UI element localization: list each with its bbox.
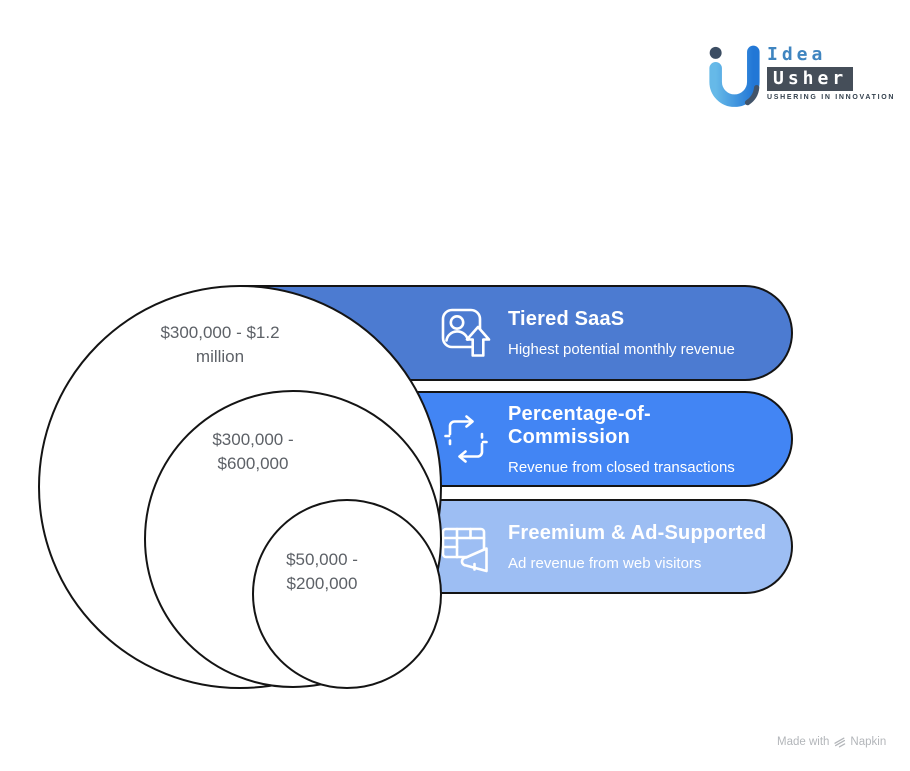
bar-text-block: Freemium & Ad-Supported Ad revenue from … (508, 522, 766, 572)
bar-subtitle: Ad revenue from web visitors (508, 554, 702, 572)
logo-text-block: Idea Usher USHERING IN INNOVATION (767, 44, 895, 110)
table-megaphone-icon (441, 527, 488, 572)
logo-brand-top: Idea (767, 44, 827, 65)
made-with-text: Made with (777, 735, 830, 748)
bar-tiered-saas-content: Tiered SaaS Highest potential monthly re… (240, 307, 735, 359)
transaction-arrows-icon (444, 415, 488, 463)
range-line: $600,000 (217, 454, 289, 473)
bar-text-block: Percentage-of-Commission Revenue from cl… (508, 403, 735, 476)
bar-freemium-content: Freemium & Ad-Supported Ad revenue from … (347, 521, 766, 573)
range-line: $50,000 - (286, 550, 358, 569)
bar-title: Tiered SaaS (508, 308, 625, 330)
napkin-logo-icon (834, 737, 846, 748)
bar-title: Freemium & Ad-Supported (508, 521, 767, 544)
bar-title: Percentage-of-Commission (508, 402, 651, 448)
idea-usher-logo: Idea Usher USHERING IN INNOVATION (706, 44, 895, 110)
napkin-brand-text: Napkin (850, 735, 887, 748)
value-range-label-small: $50,000 - $200,000 (222, 548, 422, 596)
bar-subtitle: Highest potential monthly revenue (508, 341, 735, 358)
logo-brand-bottom: Usher (767, 67, 854, 91)
bar-percentage-content: Percentage-of-Commission Revenue from cl… (293, 403, 735, 476)
value-circle-small (252, 499, 442, 689)
user-upgrade-icon (441, 308, 491, 357)
value-range-label-large: $300,000 - $1.2 million (120, 321, 320, 369)
bar-subtitle: Revenue from closed transactions (508, 458, 735, 476)
range-line: million (195, 347, 245, 366)
range-line: $300,000 - (212, 430, 294, 449)
value-range-label-medium: $300,000 - $600,000 (153, 428, 353, 476)
range-line: $300,000 - $1.2 (160, 323, 280, 342)
made-with-napkin: Made with Napkin (777, 735, 886, 748)
idea-usher-u-icon (709, 45, 760, 107)
logo-tagline: USHERING IN INNOVATION (767, 94, 896, 101)
bar-text-block: Tiered SaaS Highest potential monthly re… (508, 308, 735, 358)
range-line: $200,000 (286, 574, 358, 593)
